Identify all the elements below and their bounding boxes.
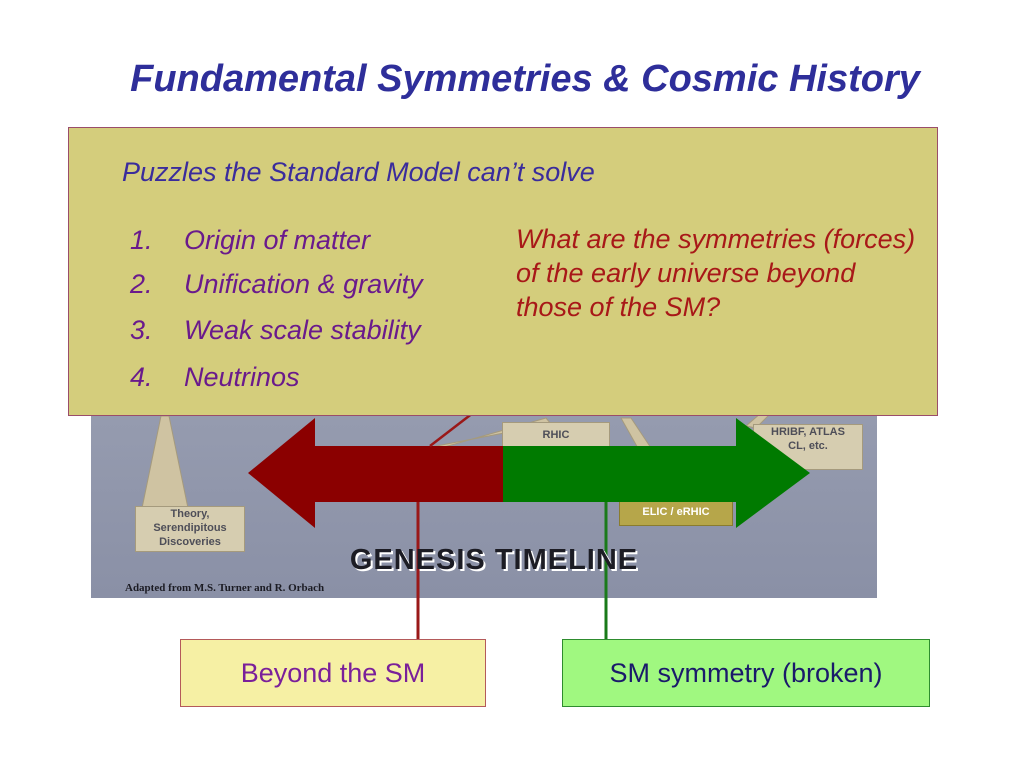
puzzle-item: 2. Unification & gravity xyxy=(130,269,423,300)
puzzle-number: 3. xyxy=(130,315,153,345)
puzzle-item: 4. Neutrinos xyxy=(130,362,300,393)
elic-label: ELIC / eRHIC xyxy=(642,506,710,518)
puzzle-text: Origin of matter xyxy=(184,225,371,255)
hribf-label: HRIBF, ATLAS xyxy=(771,426,845,438)
beyond-sm-box: Beyond the SM xyxy=(180,639,486,707)
rhic-box: RHIC xyxy=(502,422,610,450)
symmetry-question: What are the symmetries (forces) of the … xyxy=(516,224,916,322)
puzzle-text: Weak scale stability xyxy=(184,315,421,345)
puzzle-text: Unification & gravity xyxy=(184,269,423,299)
beyond-sm-label: Beyond the SM xyxy=(240,657,426,688)
puzzles-heading: Puzzles the Standard Model can’t solve xyxy=(122,157,595,187)
puzzle-item: 1. Origin of matter xyxy=(130,225,370,256)
puzzle-item: 3. Weak scale stability xyxy=(130,315,421,346)
etc-label: CL, etc. xyxy=(788,440,828,452)
puzzles-panel xyxy=(68,127,938,416)
slide-title: Fundamental Symmetries & Cosmic History xyxy=(130,58,920,100)
puzzle-number: 2. xyxy=(130,269,153,299)
elic-box: ELIC / eRHIC xyxy=(619,500,733,526)
puzzle-number: 1. xyxy=(130,225,153,255)
genesis-timeline-label: GENESIS TIMELINE xyxy=(349,544,639,576)
sm-symmetry-box: SM symmetry (broken) xyxy=(562,639,930,707)
rhic-label: RHIC xyxy=(542,429,570,441)
theory-box: Theory, Serendipitous Discoveries xyxy=(135,506,245,552)
figure-credit: Adapted from M.S. Turner and R. Orbach xyxy=(125,582,325,594)
sm-symmetry-label: SM symmetry (broken) xyxy=(609,657,883,688)
theory-label: Theory, Serendipitous Discoveries xyxy=(153,508,227,548)
puzzle-number: 4. xyxy=(130,362,153,392)
hribf-box: HRIBF, ATLAS CL, etc. xyxy=(753,424,863,470)
puzzle-text: Neutrinos xyxy=(184,362,300,392)
